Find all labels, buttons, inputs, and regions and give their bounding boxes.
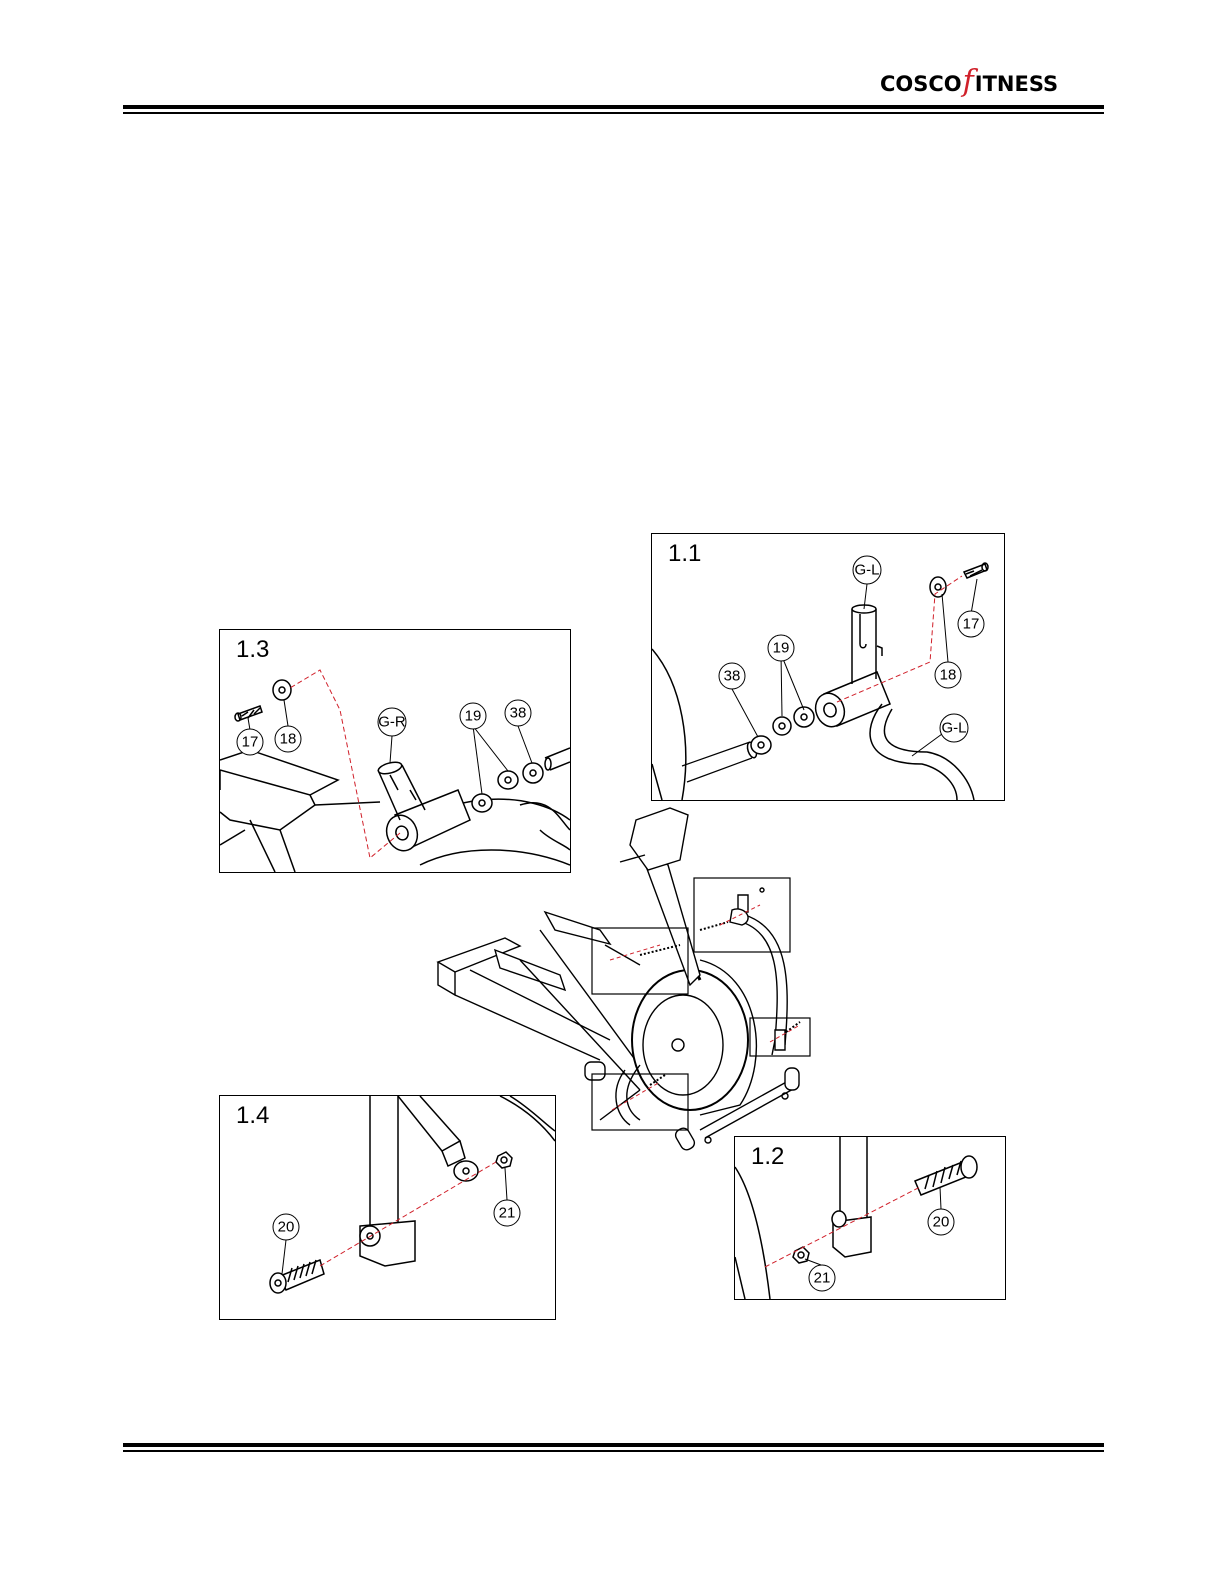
callout-g-l-top: G-L — [854, 562, 879, 579]
brand-f: f — [963, 64, 974, 99]
detail-panel-1-4: 1.4 — [219, 1095, 556, 1320]
detail-drawing-1-4: 20 21 — [220, 1096, 555, 1319]
footer-rule-thin — [123, 1450, 1104, 1452]
callout-38: 38 — [724, 668, 741, 685]
brand-logo: COSCOfITNESS — [880, 64, 1058, 99]
brand-suffix: ITNESS — [975, 72, 1058, 96]
header-rule-thin — [123, 112, 1104, 114]
header-rule-thick — [123, 105, 1104, 109]
detail-panel-1-1: 1.1 — [651, 533, 1005, 801]
callout-18: 18 — [280, 731, 297, 748]
callout-38: 38 — [510, 705, 527, 722]
detail-panel-1-3: 1.3 — [219, 629, 571, 873]
callout-21: 21 — [499, 1205, 516, 1222]
detail-drawing-1-3: 17 18 G-R 19 38 — [220, 630, 570, 872]
callout-g-r: G-R — [378, 714, 406, 731]
brand-prefix: COSCO — [880, 72, 962, 96]
callout-20: 20 — [933, 1214, 950, 1231]
callout-21: 21 — [814, 1270, 831, 1287]
callout-17: 17 — [242, 734, 259, 751]
callout-19: 19 — [773, 640, 790, 657]
callout-20: 20 — [278, 1219, 295, 1236]
callout-g-l-arm: G-L — [941, 720, 966, 737]
callout-18: 18 — [940, 667, 957, 684]
detail-drawing-1-2: 20 21 — [735, 1137, 1005, 1299]
callout-17: 17 — [963, 616, 980, 633]
callout-19: 19 — [465, 708, 482, 725]
detail-drawing-1-1: G-L 17 18 19 38 G-L — [652, 534, 1004, 800]
detail-panel-1-2: 1.2 20 21 — [734, 1136, 1006, 1300]
footer-rule-thick — [123, 1443, 1104, 1447]
